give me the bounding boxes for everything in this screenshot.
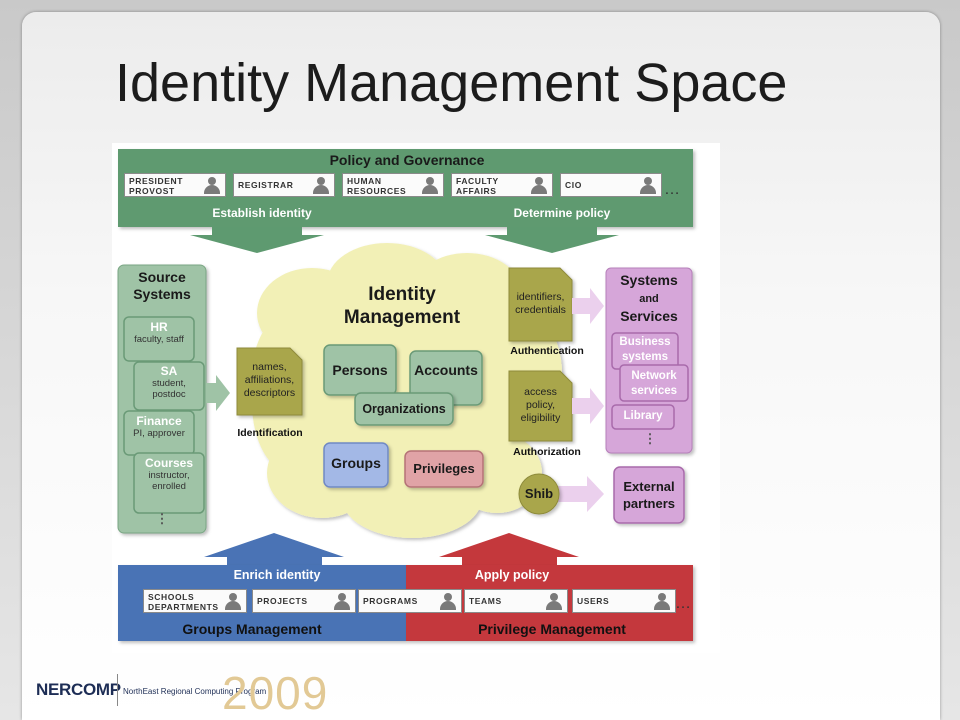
shib-circle (518, 473, 560, 515)
card-teams[interactable]: TEAMS (464, 589, 568, 613)
person-icon (545, 593, 563, 610)
footer: NERCOMP NorthEast Regional Computing Pro… (0, 660, 960, 720)
external-box (613, 466, 685, 524)
apply-policy-label: Apply policy (474, 568, 550, 582)
shib-label[interactable]: Shib (524, 486, 554, 501)
policy-arrow (485, 227, 619, 253)
privilege-ellipsis: … (675, 595, 691, 612)
privileges-label[interactable]: Privileges (413, 461, 475, 476)
policy-ellipsis: … (664, 181, 680, 198)
slide-title: Identity Management Space (115, 53, 788, 113)
person-icon (639, 177, 657, 194)
accounts-label[interactable]: Accounts (414, 362, 478, 378)
source-more: ⋮ (155, 511, 169, 526)
card-users[interactable]: USERS (572, 589, 676, 613)
identification-doc-text: names,affiliations,descriptors (243, 361, 296, 399)
groups-box (323, 442, 389, 488)
organizations-label[interactable]: Organizations (362, 402, 446, 416)
card-projects[interactable]: PROJECTS (252, 589, 356, 613)
person-icon (439, 593, 457, 610)
system-library[interactable]: Library (623, 410, 663, 422)
enrich-arrow (204, 533, 344, 573)
identification-label: Identification (237, 427, 303, 439)
authentication-label: Authentication (510, 345, 584, 357)
person-icon (653, 593, 671, 610)
authorization-label: Authorization (513, 446, 581, 458)
identification-doc (236, 347, 303, 416)
person-icon (333, 593, 351, 610)
person-icon (203, 177, 221, 194)
authentication-doc-text: identifiers,credentials (515, 291, 566, 316)
establish-identity-label: Establish identity (212, 206, 312, 220)
footer-tagline: NorthEast Regional Computing Program (123, 687, 267, 696)
organizations-box (354, 392, 454, 426)
systems-more: ⋮ (643, 431, 657, 446)
groups-management-label: Groups Management (182, 621, 322, 637)
footer-divider (117, 674, 118, 706)
apply-arrow (439, 533, 579, 573)
establish-arrow (190, 227, 324, 253)
policy-title: Policy and Governance (329, 152, 485, 168)
enrich-identity-label: Enrich identity (233, 568, 321, 582)
card-cio[interactable]: CIO (560, 173, 662, 197)
privilege-management-label: Privilege Management (478, 621, 626, 637)
determine-policy-label: Determine policy (513, 206, 611, 220)
card-registrar[interactable]: REGISTRAR (233, 173, 335, 197)
persons-label[interactable]: Persons (332, 362, 388, 378)
nercomp-logo: NERCOMP (36, 680, 121, 699)
footer-year: 2009 (222, 667, 329, 719)
privileges-box (404, 450, 484, 488)
person-icon (530, 177, 548, 194)
groups-label[interactable]: Groups (331, 455, 381, 471)
person-icon (421, 177, 439, 194)
card-programs[interactable]: PROGRAMS (358, 589, 462, 613)
source-arrow (206, 375, 230, 411)
person-icon (312, 177, 330, 194)
person-icon (224, 593, 242, 610)
